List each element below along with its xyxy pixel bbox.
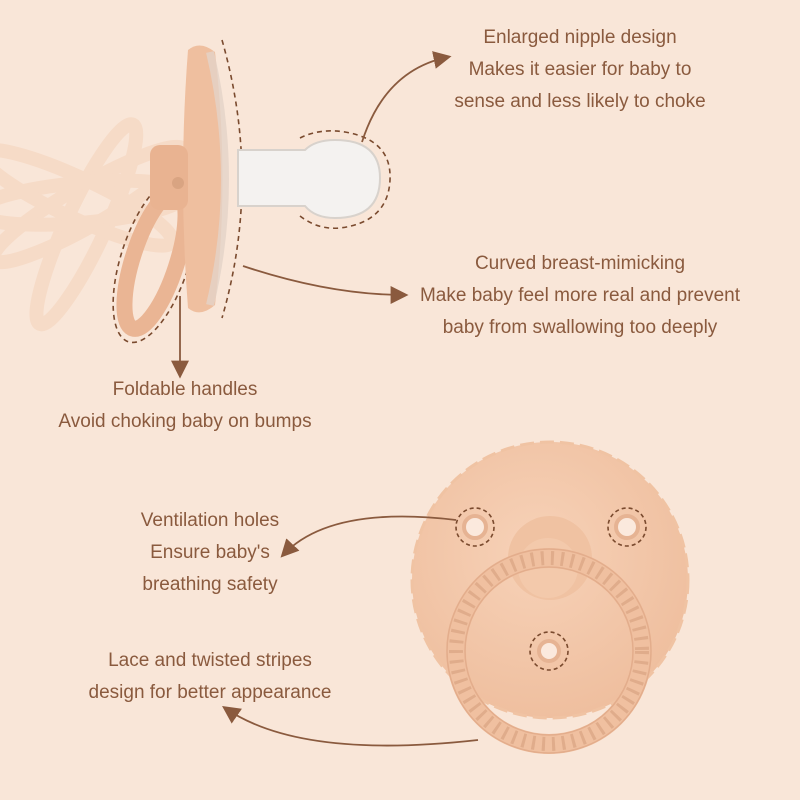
- callout-arrows: [171, 51, 479, 747]
- front-ring-handle: [446, 548, 652, 754]
- feature-stripes-line2: design for better appearance: [88, 682, 332, 703]
- feature-shield: Curved breast-mimicking Make baby feel m…: [405, 248, 755, 344]
- arrow-shield: [242, 265, 409, 304]
- feature-nipple-line2: Makes it easier for baby to: [468, 59, 692, 80]
- side-nipple: [237, 130, 391, 230]
- feature-ventilation-title: Ventilation holes: [140, 510, 280, 531]
- feature-handles: Foldable handles Avoid choking baby on b…: [40, 374, 330, 438]
- feature-nipple: Enlarged nipple design Makes it easier f…: [420, 22, 740, 118]
- feature-ventilation: Ventilation holes Ensure baby's breathin…: [120, 505, 300, 601]
- feature-shield-line2: Make baby feel more real and prevent: [419, 285, 740, 306]
- feature-handles-line2: Avoid choking baby on bumps: [58, 411, 312, 432]
- feature-ventilation-line3: breathing safety: [142, 574, 278, 595]
- feature-handles-title: Foldable handles: [112, 379, 258, 400]
- feature-shield-title: Curved breast-mimicking: [474, 253, 686, 274]
- arrow-nipple: [361, 51, 452, 143]
- side-shield: [150, 39, 243, 319]
- feature-shield-line3: baby from swallowing too deeply: [442, 317, 718, 338]
- feature-nipple-line3: sense and less likely to choke: [454, 91, 706, 112]
- feature-nipple-title: Enlarged nipple design: [483, 27, 677, 48]
- feature-stripes-title: Lace and twisted stripes: [108, 650, 312, 671]
- arrow-ventilation: [280, 515, 457, 558]
- feature-stripes: Lace and twisted stripes design for bett…: [70, 645, 350, 709]
- feature-ventilation-line2: Ensure baby's: [150, 542, 270, 563]
- arrow-stripes: [222, 705, 479, 747]
